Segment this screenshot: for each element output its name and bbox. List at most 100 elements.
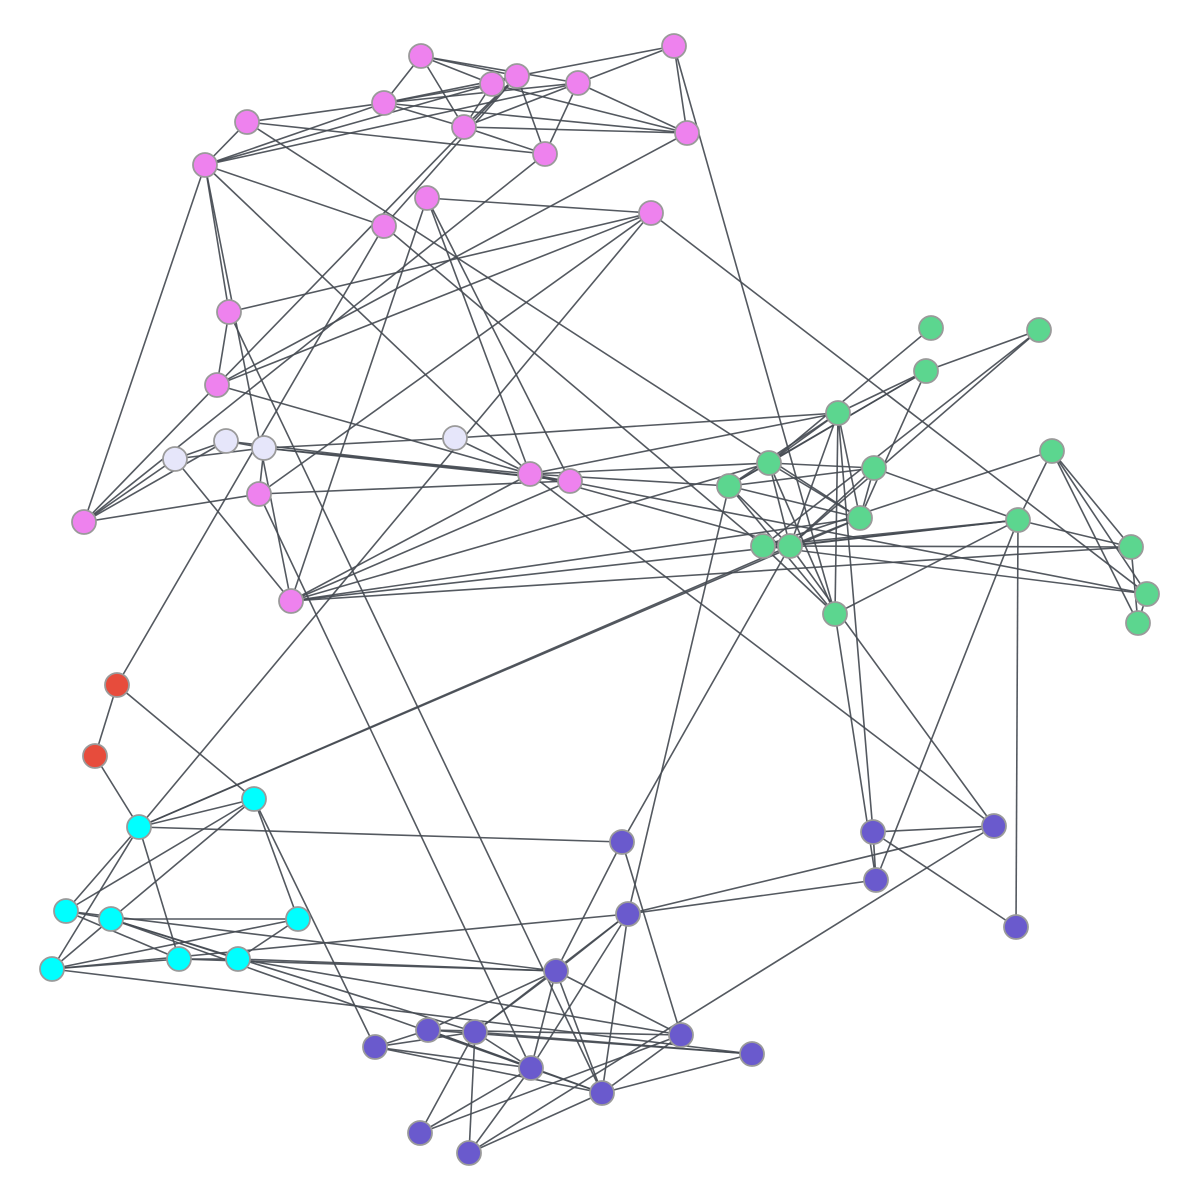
node-green-g1[interactable] <box>918 315 944 341</box>
edge-g10-g11 <box>762 545 836 615</box>
node-cyan-c7[interactable] <box>166 946 192 972</box>
node-cyan-c8[interactable] <box>225 946 251 972</box>
node-green-g13[interactable] <box>1039 438 1065 464</box>
node-purple-p3[interactable] <box>981 813 1007 839</box>
node-violet-v15[interactable] <box>216 299 242 325</box>
node-purple-p15[interactable] <box>407 1120 433 1146</box>
node-violet-v16[interactable] <box>204 372 230 398</box>
node-violet-v13[interactable] <box>414 185 440 211</box>
edge-v11-v15 <box>204 164 230 313</box>
edge-g11-g12 <box>834 519 1019 615</box>
edge-v13-v21 <box>426 197 571 482</box>
edge-c4-p12 <box>110 918 476 1033</box>
node-violet-v19[interactable] <box>278 588 304 614</box>
node-lavender-l4[interactable] <box>442 425 468 451</box>
node-red-r2[interactable] <box>82 743 108 769</box>
node-green-g16[interactable] <box>1125 610 1151 636</box>
node-violet-v18[interactable] <box>246 481 272 507</box>
node-violet-v2[interactable] <box>661 33 687 59</box>
node-green-g2[interactable] <box>1026 317 1052 343</box>
edge-v19-g14 <box>290 546 1132 602</box>
edge-p1-p7 <box>555 841 623 972</box>
edge-v16-v20 <box>216 384 531 475</box>
edge-c8-p8 <box>237 958 682 1036</box>
node-green-g6[interactable] <box>756 450 782 476</box>
node-violet-v14[interactable] <box>638 200 664 226</box>
node-purple-p2[interactable] <box>860 819 886 845</box>
node-purple-p4[interactable] <box>863 867 889 893</box>
node-purple-p7[interactable] <box>543 958 569 984</box>
node-violet-v9[interactable] <box>234 109 260 135</box>
node-violet-v1[interactable] <box>408 43 434 69</box>
edge-v14-c2 <box>138 212 652 828</box>
node-cyan-c3[interactable] <box>53 898 79 924</box>
edge-g9-p1 <box>621 545 791 843</box>
node-violet-v7[interactable] <box>451 114 477 140</box>
node-lavender-l3[interactable] <box>251 435 277 461</box>
node-purple-p5[interactable] <box>1003 914 1029 940</box>
node-violet-v10[interactable] <box>532 141 558 167</box>
node-purple-p1[interactable] <box>609 829 635 855</box>
node-violet-v11[interactable] <box>192 152 218 178</box>
edge-p9-p14 <box>601 1053 753 1094</box>
edge-p6-p13 <box>530 913 629 1069</box>
node-purple-p14[interactable] <box>589 1080 615 1106</box>
node-lavender-l2[interactable] <box>213 428 239 454</box>
node-green-g15[interactable] <box>1134 581 1160 607</box>
node-violet-v20[interactable] <box>517 461 543 487</box>
node-violet-v5[interactable] <box>565 70 591 96</box>
node-purple-p16[interactable] <box>456 1140 482 1166</box>
edge-v11-v19 <box>204 164 292 602</box>
edge-p7-p12 <box>474 970 557 1033</box>
edge-g5-g12 <box>873 467 1019 521</box>
node-lavender-l1[interactable] <box>162 446 188 472</box>
edge-p4-p6 <box>627 879 877 915</box>
node-green-g11[interactable] <box>822 601 848 627</box>
edge-v13-v14 <box>426 197 652 214</box>
edge-p12-p15 <box>419 1031 476 1134</box>
node-purple-p6[interactable] <box>615 901 641 927</box>
node-green-g3[interactable] <box>913 358 939 384</box>
node-purple-p9[interactable] <box>739 1041 765 1067</box>
node-violet-v12[interactable] <box>371 213 397 239</box>
edge-v10-v17 <box>83 153 546 523</box>
edge-p3-p16 <box>468 825 995 1154</box>
edge-v5-v11 <box>204 82 579 166</box>
node-purple-p8[interactable] <box>668 1022 694 1048</box>
node-violet-v21[interactable] <box>557 468 583 494</box>
edge-g4-g8 <box>837 412 861 519</box>
node-green-g8[interactable] <box>847 505 873 531</box>
edge-g12-p5 <box>1015 519 1019 928</box>
node-purple-p13[interactable] <box>518 1055 544 1081</box>
node-green-g5[interactable] <box>861 455 887 481</box>
edge-v9-v10 <box>246 121 546 155</box>
node-purple-p12[interactable] <box>462 1019 488 1045</box>
edge-p7-p13 <box>530 970 557 1069</box>
node-violet-v6[interactable] <box>371 90 397 116</box>
node-red-r1[interactable] <box>104 672 130 698</box>
node-cyan-c1[interactable] <box>241 786 267 812</box>
node-cyan-c5[interactable] <box>285 906 311 932</box>
node-violet-v4[interactable] <box>504 63 530 89</box>
edge-v18-v21 <box>258 480 571 495</box>
node-green-g9[interactable] <box>777 533 803 559</box>
edge-g9-c2 <box>138 545 791 828</box>
node-green-g7[interactable] <box>716 473 742 499</box>
node-purple-p10[interactable] <box>362 1034 388 1060</box>
edge-p11-p13 <box>427 1029 532 1069</box>
edge-v6-v11 <box>204 102 385 166</box>
edge-g6-g11 <box>768 462 836 615</box>
node-purple-p11[interactable] <box>415 1017 441 1043</box>
node-cyan-c6[interactable] <box>39 956 65 982</box>
node-violet-v17[interactable] <box>71 509 97 535</box>
node-green-g14[interactable] <box>1118 534 1144 560</box>
edge-c6-p9 <box>51 968 753 1055</box>
node-green-g10[interactable] <box>750 533 776 559</box>
node-green-g4[interactable] <box>825 400 851 426</box>
node-cyan-c4[interactable] <box>98 906 124 932</box>
edge-c1-p10 <box>253 798 376 1048</box>
node-cyan-c2[interactable] <box>126 814 152 840</box>
node-violet-v8[interactable] <box>674 120 700 146</box>
node-green-g12[interactable] <box>1005 507 1031 533</box>
node-violet-v3[interactable] <box>479 71 505 97</box>
